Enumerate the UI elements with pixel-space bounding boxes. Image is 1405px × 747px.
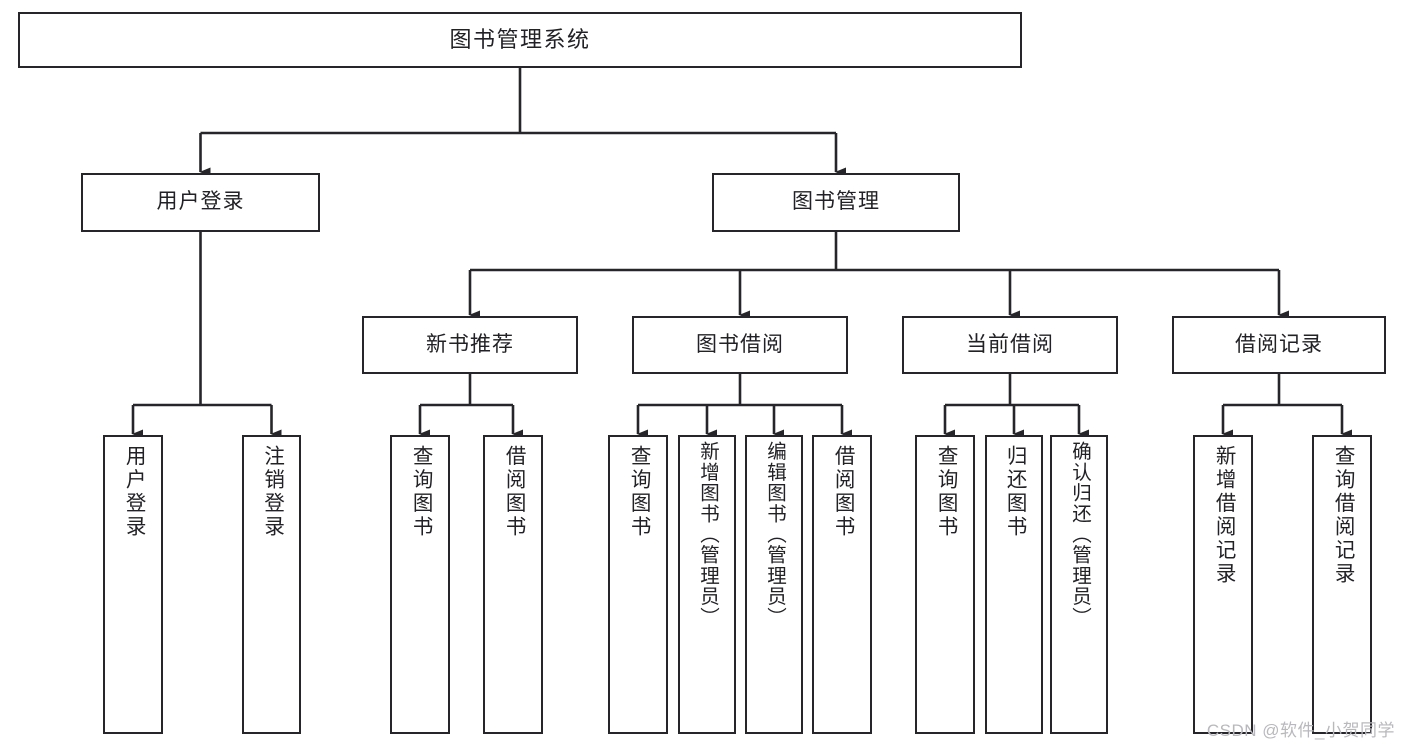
node-label: 编辑图书（管理员） — [763, 441, 786, 628]
node-leaf-注销登录-2[interactable]: 注销登录 — [242, 435, 301, 734]
node-label: 用户登录 — [122, 445, 146, 539]
node-label: 查询借阅记录 — [1331, 445, 1355, 586]
node-leaf-查询图书-1[interactable]: 查询图书 — [915, 435, 975, 734]
node-label: 查询图书 — [627, 445, 651, 539]
node-leaf-查询图书-1[interactable]: 查询图书 — [608, 435, 668, 734]
node-leaf-归还图书-2[interactable]: 归还图书 — [985, 435, 1043, 734]
node-level2-图书借阅[interactable]: 图书借阅 — [632, 316, 848, 374]
node-label: 查询图书 — [409, 445, 433, 539]
node-level2-借阅记录[interactable]: 借阅记录 — [1172, 316, 1386, 374]
node-label: 新书推荐 — [426, 332, 514, 356]
node-label: 借阅记录 — [1235, 332, 1323, 356]
node-leaf-新增借阅记录-1[interactable]: 新增借阅记录 — [1193, 435, 1253, 734]
node-leaf-用户登录-1[interactable]: 用户登录 — [103, 435, 163, 734]
node-level2-当前借阅[interactable]: 当前借阅 — [902, 316, 1118, 374]
node-leaf-新增图书管理员-2[interactable]: 新增图书（管理员） — [678, 435, 736, 734]
node-leaf-借阅图书-4[interactable]: 借阅图书 — [812, 435, 872, 734]
node-level1-图书管理[interactable]: 图书管理 — [712, 173, 960, 232]
node-label: 用户登录 — [156, 190, 245, 214]
node-root-图书管理系统[interactable]: 图书管理系统 — [18, 12, 1022, 68]
node-label: 查询图书 — [934, 445, 958, 539]
node-label: 借阅图书 — [502, 445, 526, 539]
watermark-text: CSDN @软件_小贺同学 — [1206, 721, 1395, 740]
node-leaf-编辑图书管理员-3[interactable]: 编辑图书（管理员） — [745, 435, 803, 734]
node-label: 图书借阅 — [696, 332, 784, 356]
node-label: 归还图书 — [1003, 445, 1027, 539]
node-label: 当前借阅 — [966, 332, 1054, 356]
node-label: 确认归还（管理员） — [1068, 441, 1091, 628]
node-label: 借阅图书 — [831, 445, 855, 539]
node-leaf-确认归还管理员-3[interactable]: 确认归还（管理员） — [1050, 435, 1108, 734]
node-label: 图书管理 — [792, 190, 880, 214]
node-leaf-借阅图书-2[interactable]: 借阅图书 — [483, 435, 543, 734]
node-level1-用户登录[interactable]: 用户登录 — [81, 173, 320, 232]
node-level2-新书推荐[interactable]: 新书推荐 — [362, 316, 578, 374]
node-label: 图书管理系统 — [449, 27, 591, 53]
connector-paths — [131, 68, 1352, 439]
node-label: 新增图书（管理员） — [696, 441, 719, 628]
node-label: 注销登录 — [260, 445, 284, 539]
node-label: 新增借阅记录 — [1212, 445, 1236, 586]
node-leaf-查询借阅记录-2[interactable]: 查询借阅记录 — [1312, 435, 1372, 734]
node-leaf-查询图书-1[interactable]: 查询图书 — [390, 435, 450, 734]
